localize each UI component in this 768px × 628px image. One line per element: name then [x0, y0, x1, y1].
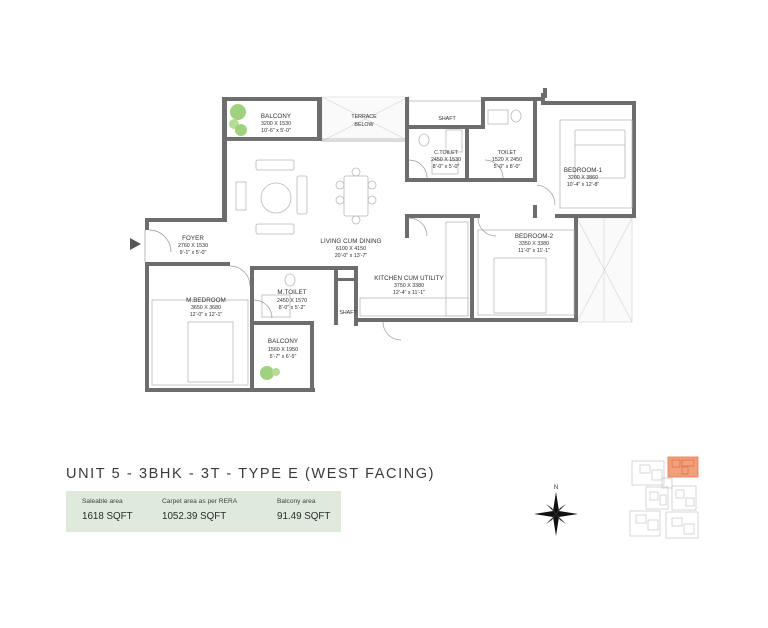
room-toilet: TOILET 1520 X 2450 5'-0" x 8'-0": [492, 150, 522, 170]
svg-text:TERRACE: TERRACE: [351, 114, 377, 120]
svg-text:LIVING CUM DINING: LIVING CUM DINING: [320, 238, 381, 245]
unit-title: UNIT 5 - 3BHK - 3T - TYPE E (WEST FACING…: [66, 466, 436, 482]
compass-icon: N: [534, 485, 578, 536]
carpet-area-label: Carpet area as per RERA: [162, 498, 238, 505]
svg-text:3200 X 3860: 3200 X 3860: [568, 175, 598, 181]
svg-text:BALCONY: BALCONY: [268, 338, 298, 345]
terrace-label: TERRACE BELOW: [351, 114, 377, 128]
svg-text:20'-0" x 13'-7": 20'-0" x 13'-7": [335, 253, 368, 259]
svg-text:BEDROOM-1: BEDROOM-1: [564, 167, 603, 174]
svg-text:2450 X 1570: 2450 X 1570: [277, 298, 307, 304]
room-name: BALCONY: [261, 113, 291, 120]
room-bedroom-2: BEDROOM-2 3350 X 3380 11'-0" x 11'-1": [515, 233, 554, 254]
room-imperial: 10'-6" x 5'-0": [261, 128, 291, 134]
svg-text:2760 X 1530: 2760 X 1530: [178, 243, 208, 249]
svg-text:5'-7" x 6'-5": 5'-7" x 6'-5": [270, 354, 297, 360]
room-bedroom-1: BEDROOM-1 3200 X 3860 10'-4" x 12'-8": [564, 167, 603, 188]
window-lines: [144, 100, 481, 262]
svg-text:9'-1" x 5'-0": 9'-1" x 5'-0": [180, 250, 207, 256]
svg-text:12'-0" x 12'-1": 12'-0" x 12'-1": [190, 312, 223, 318]
room-foyer: FOYER 2760 X 1530 9'-1" x 5'-0": [178, 235, 208, 256]
key-plan: [629, 456, 699, 539]
svg-text:M.TOILET: M.TOILET: [277, 289, 306, 296]
svg-text:1560 X 1950: 1560 X 1950: [268, 347, 298, 353]
terrace-hatch-right: [576, 217, 633, 323]
entry-arrow-icon: [130, 238, 141, 250]
svg-text:KITCHEN CUM UTILITY: KITCHEN CUM UTILITY: [374, 275, 444, 282]
svg-text:6100 X 4150: 6100 X 4150: [336, 246, 366, 252]
svg-text:2450 X 1530: 2450 X 1530: [431, 157, 461, 163]
room-balcony-bottom: BALCONY 1560 X 1950 5'-7" x 6'-5": [268, 338, 298, 360]
svg-text:TOILET: TOILET: [498, 150, 517, 156]
svg-text:C.TOILET: C.TOILET: [434, 150, 459, 156]
carpet-area: Carpet area as per RERA 1052.39 SQFT: [162, 498, 237, 522]
furniture: [151, 109, 633, 386]
shaft-label-mid: SHAFT: [339, 310, 357, 316]
room-m-toilet: M.TOILET 2450 X 1570 8'-0" x 5'-2": [277, 289, 307, 311]
shaft-label-top: SHAFT: [438, 116, 456, 122]
room-c-toilet: C.TOILET 2450 X 1530 8'-0" x 5'-0": [431, 150, 461, 170]
svg-text:11'-0" x 11'-1": 11'-0" x 11'-1": [518, 248, 550, 254]
svg-text:3650 X 3680: 3650 X 3680: [191, 305, 221, 311]
balcony-area-value: 91.49 SQFT: [277, 511, 331, 522]
svg-text:BELOW: BELOW: [354, 122, 373, 128]
plant-icon-balcony-bottom: [260, 366, 280, 380]
carpet-area-value: 1052.39 SQFT: [162, 511, 227, 522]
area-summary-box: Saleable area 1618 SQFT Carpet area as p…: [66, 491, 341, 532]
svg-text:8'-0" x 5'-2": 8'-0" x 5'-2": [279, 305, 306, 311]
room-balcony-top: BALCONY 3200 X 1530 10'-6" x 5'-0": [261, 113, 291, 134]
room-kitchen-utility: KITCHEN CUM UTILITY 3750 X 3380 12'-4" x…: [374, 275, 444, 296]
svg-text:8'-0" x 5'-0": 8'-0" x 5'-0": [433, 164, 460, 170]
svg-text:12'-4" x 11'-1": 12'-4" x 11'-1": [393, 290, 425, 296]
svg-text:3350 X 3380: 3350 X 3380: [519, 241, 549, 247]
door-swings: [148, 159, 556, 341]
terrace-hatch-top: [321, 96, 410, 142]
svg-text:M.BEDROOM: M.BEDROOM: [186, 297, 226, 304]
saleable-area: Saleable area 1618 SQFT: [82, 498, 133, 522]
svg-text:FOYER: FOYER: [182, 235, 204, 242]
svg-text:10'-4" x 12'-8": 10'-4" x 12'-8": [567, 182, 600, 188]
svg-text:1520 X 2450: 1520 X 2450: [492, 157, 522, 163]
svg-text:5'-0" x 8'-0": 5'-0" x 8'-0": [494, 164, 521, 170]
walls: [145, 88, 636, 392]
saleable-area-label: Saleable area: [82, 498, 123, 505]
svg-text:3750 X 3380: 3750 X 3380: [394, 283, 424, 289]
svg-text:BEDROOM-2: BEDROOM-2: [515, 233, 554, 240]
compass-north-label: N: [554, 485, 558, 491]
room-m-bedroom: M.BEDROOM 3650 X 3680 12'-0" x 12'-1": [186, 297, 226, 318]
plant-icon: [229, 104, 247, 136]
balcony-area: Balcony area 91.49 SQFT: [277, 498, 330, 522]
room-living-dining: LIVING CUM DINING 6100 X 4150 20'-0" x 1…: [320, 238, 381, 259]
saleable-area-value: 1618 SQFT: [82, 511, 133, 522]
balcony-area-label: Balcony area: [277, 498, 316, 505]
room-metric: 3200 X 1530: [261, 121, 291, 127]
